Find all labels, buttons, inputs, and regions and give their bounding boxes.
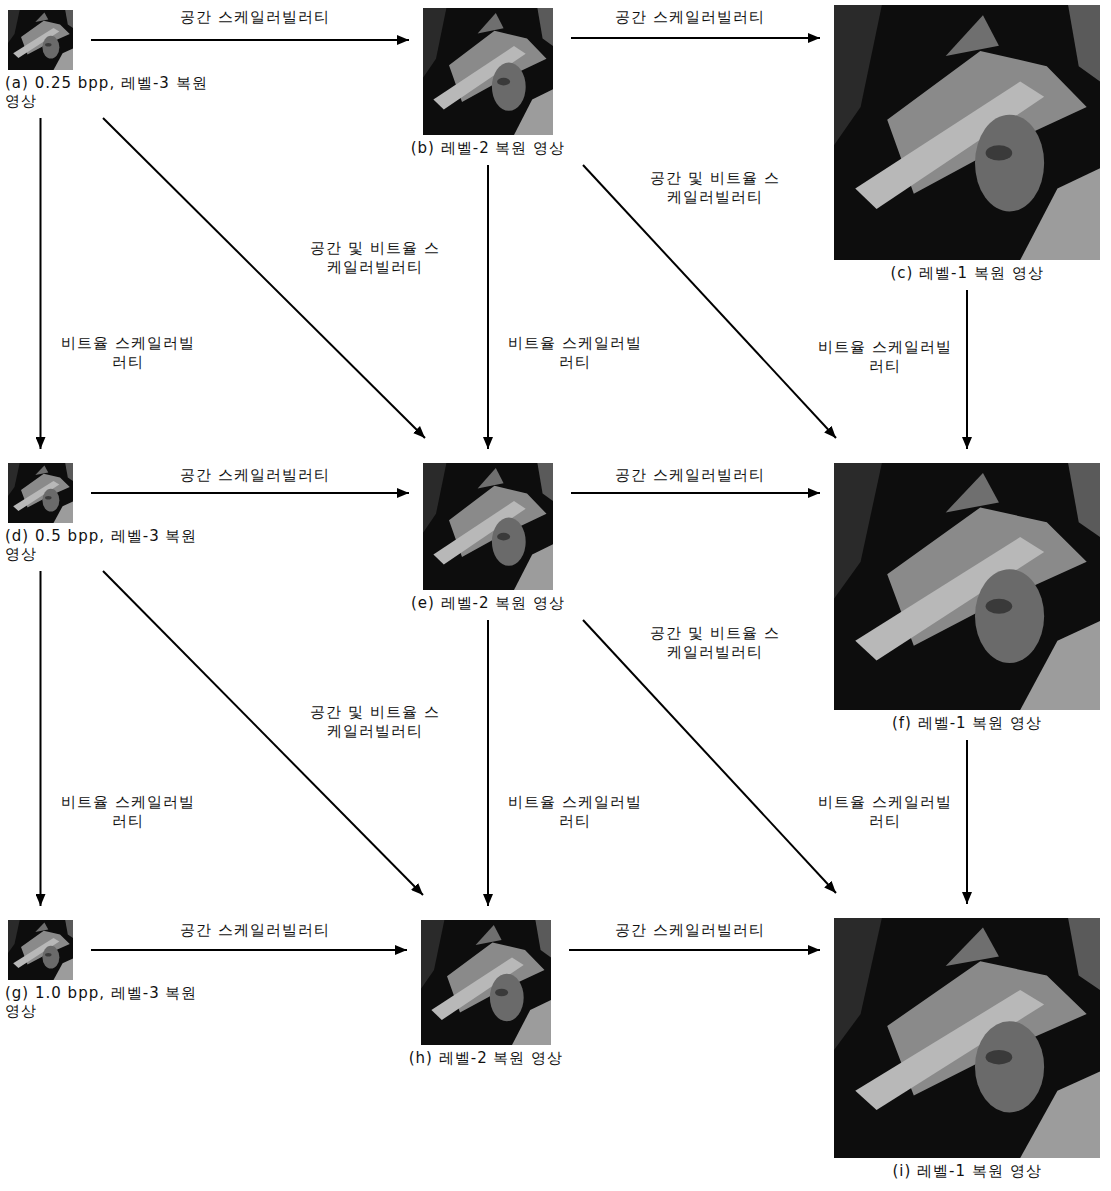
image-caption: (b) 레벨-2 복원 영상 <box>380 139 596 157</box>
image-caption: (h) 레벨-2 복원 영상 <box>378 1049 594 1067</box>
image-caption: (a) 0.25 bpp, 레벨-3 복원 영상 <box>5 74 215 110</box>
image-caption: (f) 레벨-1 복원 영상 <box>828 714 1106 732</box>
arrow-connector <box>91 492 409 494</box>
edge-label: 공간 및 비트율 스케일러빌러티 <box>642 168 788 208</box>
edge-label: 공간 스케일러빌러티 <box>177 920 333 941</box>
arrow-connector <box>571 37 820 39</box>
photo <box>834 5 1100 260</box>
arrow-connector <box>966 740 968 904</box>
photo-frame <box>423 8 553 135</box>
photo <box>834 918 1100 1158</box>
photo-frame <box>834 5 1100 260</box>
photo <box>423 8 553 135</box>
image-caption: (i) 레벨-1 복원 영상 <box>828 1162 1106 1180</box>
image-caption: (g) 1.0 bpp, 레벨-3 복원 영상 <box>5 984 215 1020</box>
arrow-connector <box>583 620 836 893</box>
edge-label: 비트율 스케일러빌러티 <box>55 792 201 832</box>
image-panel: (f) 레벨-1 복원 영상 <box>828 463 1106 732</box>
photo <box>8 463 73 523</box>
arrow-connector <box>91 39 409 41</box>
image-panel: (c) 레벨-1 복원 영상 <box>828 5 1106 282</box>
image-panel: (h) 레벨-2 복원 영상 <box>378 920 594 1067</box>
photo <box>834 463 1100 710</box>
edge-label: 비트율 스케일러빌러티 <box>502 333 648 373</box>
arrow-connector <box>40 118 42 449</box>
photo-frame <box>8 463 73 523</box>
edge-label: 비트율 스케일러빌러티 <box>812 792 958 832</box>
photo-frame <box>421 920 551 1045</box>
edge-label: 비트율 스케일러빌러티 <box>55 333 201 373</box>
arrow-connector <box>571 492 820 494</box>
image-caption: (d) 0.5 bpp, 레벨-3 복원 영상 <box>5 527 215 563</box>
arrow-connector <box>966 290 968 449</box>
photo <box>421 920 551 1045</box>
photo <box>8 10 73 70</box>
arrow-connector <box>487 620 489 906</box>
edge-label: 공간 스케일러빌러티 <box>177 465 333 486</box>
photo-frame <box>834 463 1100 710</box>
arrow-connector <box>569 949 820 951</box>
image-panel: (b) 레벨-2 복원 영상 <box>380 8 596 157</box>
edge-label: 공간 및 비트율 스케일러빌러티 <box>302 702 448 742</box>
edge-label: 공간 및 비트율 스케일러빌러티 <box>642 623 788 663</box>
edge-label: 비트율 스케일러빌러티 <box>812 337 958 377</box>
photo-frame <box>834 918 1100 1158</box>
arrow-connector <box>583 165 836 438</box>
arrow-connector <box>103 118 425 438</box>
image-panel: (i) 레벨-1 복원 영상 <box>828 918 1106 1180</box>
image-panel: (e) 레벨-2 복원 영상 <box>380 463 596 612</box>
edge-label: 공간 및 비트율 스케일러빌러티 <box>302 238 448 278</box>
photo-frame <box>8 920 73 980</box>
edge-label: 비트율 스케일러빌러티 <box>502 792 648 832</box>
arrow-connector <box>487 165 489 449</box>
edge-label: 공간 스케일러빌러티 <box>177 7 333 28</box>
photo <box>8 920 73 980</box>
photo <box>423 463 553 590</box>
arrow-connector <box>91 949 407 951</box>
photo-frame <box>423 463 553 590</box>
photo-frame <box>8 10 73 70</box>
arrow-connector <box>40 571 42 906</box>
image-caption: (c) 레벨-1 복원 영상 <box>828 264 1106 282</box>
edge-label: 공간 스케일러빌러티 <box>612 465 768 486</box>
edge-label: 공간 스케일러빌러티 <box>612 7 768 28</box>
edge-label: 공간 스케일러빌러티 <box>612 920 768 941</box>
image-caption: (e) 레벨-2 복원 영상 <box>380 594 596 612</box>
